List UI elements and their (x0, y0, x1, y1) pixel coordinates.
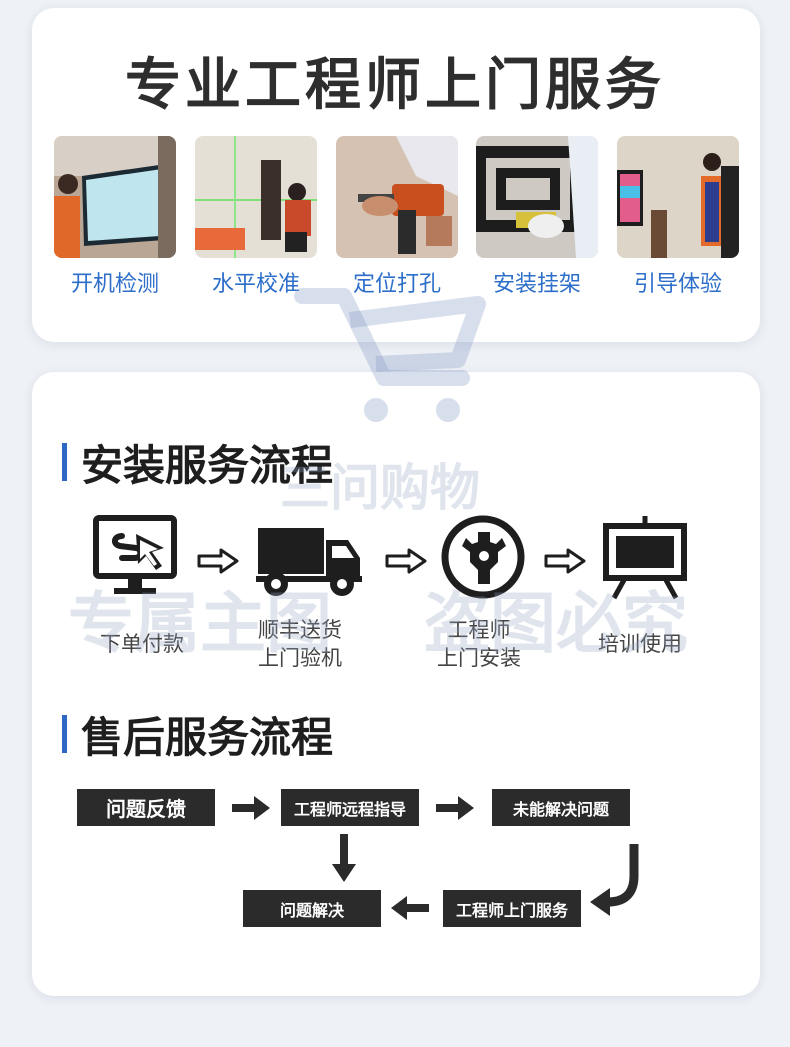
photo-bracket-mount (476, 136, 598, 258)
step-delivery-line2: 上门验机 (258, 646, 342, 670)
flow-arrow-curved-icon (590, 844, 639, 916)
page-title: 专业工程师上门服务 (125, 53, 665, 118)
step-label-training: 培训使用 (580, 630, 700, 658)
photo-drilling (336, 136, 458, 258)
step-arrow-1-icon (197, 548, 239, 574)
flow-arrow-right-1-icon (232, 796, 270, 820)
easel-board-icon (603, 516, 687, 600)
watermark-left: 专属主图 (68, 585, 332, 662)
step-label-install: 工程师 上门安装 (419, 616, 539, 672)
step-arrow-2-icon (385, 548, 427, 574)
step-label-delivery: 顺丰送货 上门验机 (240, 616, 360, 672)
flow-box-onsite-service: 工程师上门服务 (443, 890, 581, 927)
truck-icon (256, 528, 362, 596)
flow-box-feedback: 问题反馈 (77, 789, 215, 826)
step-install-line1: 工程师 (447, 618, 511, 642)
caption-bracket-mount: 安装挂架 (492, 272, 581, 297)
step-arrow-3-icon (544, 548, 586, 574)
wrench-icon (441, 515, 525, 599)
watermark-right: 盗图必究 (424, 585, 688, 662)
caption-drilling: 定位打孔 (352, 272, 441, 297)
flow-arrow-left-icon (391, 896, 429, 920)
step-install-line2: 上门安装 (437, 646, 521, 670)
photo-laser-level (195, 136, 317, 258)
caption-guide-experience: 引导体验 (633, 272, 722, 297)
caption-tv-testing: 开机检测 (70, 272, 159, 297)
step-training-line1: 培训使用 (598, 632, 682, 656)
flow-box-unresolved: 未能解决问题 (492, 789, 630, 826)
photo-guide-experience (617, 136, 739, 258)
step-delivery-line1: 顺丰送货 (258, 618, 342, 642)
caption-laser-level: 水平校准 (211, 272, 300, 297)
process-card (32, 372, 760, 996)
heading-accent-bar (62, 443, 67, 481)
step-label-order: 下单付款 (82, 630, 202, 658)
flow-arrow-right-2-icon (436, 796, 474, 820)
flow-box-remote-guidance: 工程师远程指导 (281, 789, 419, 826)
heading-accent-bar (62, 715, 67, 753)
shop-watermark: 三问购物 (280, 459, 480, 517)
after-sales-title: 售后服务流程 (81, 712, 334, 762)
install-flow-title: 安装服务流程 (81, 440, 334, 490)
computer-cursor-icon (93, 515, 177, 594)
after-sales-heading: 售后服务流程 (62, 712, 333, 762)
step-order-line1: 下单付款 (100, 632, 184, 656)
photo-tv-testing (54, 136, 176, 258)
flow-box-resolved: 问题解决 (243, 890, 381, 927)
flow-arrow-down-icon (332, 834, 356, 882)
install-flow-heading: 安装服务流程 (62, 440, 333, 490)
